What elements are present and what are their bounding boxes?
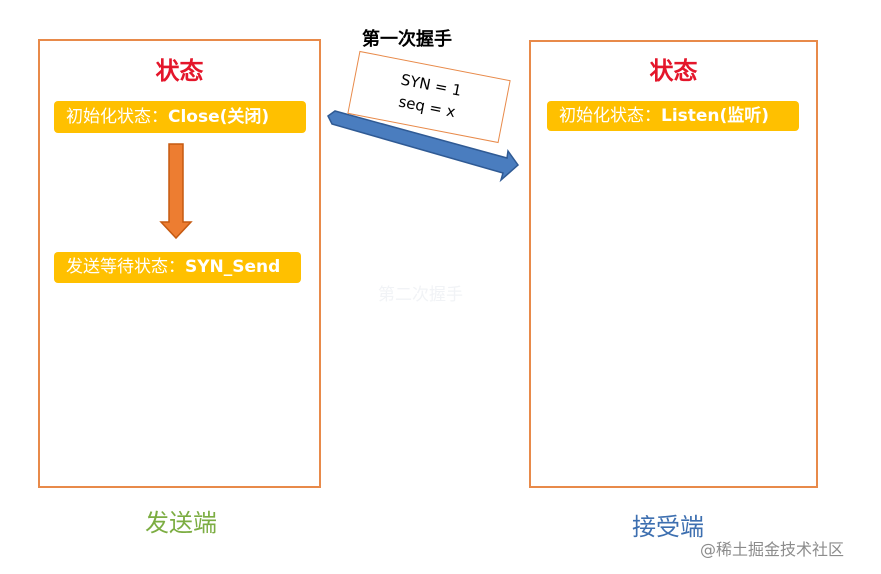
receiver-initial-state-prefix: 初始化状态：	[559, 106, 661, 126]
sender-waiting-state-value: SYN_Send	[185, 257, 281, 277]
sender-waiting-state: 发送等待状态：SYN_Send	[54, 252, 301, 283]
sender-initial-state-value: Close(关闭)	[168, 107, 270, 127]
second-handshake-faded-label: 第二次握手	[378, 285, 463, 305]
sender-waiting-state-prefix: 发送等待状态：	[66, 257, 185, 277]
state-transition-arrow	[159, 143, 193, 240]
first-handshake-label: 第一次握手	[362, 29, 452, 50]
sender-initial-state-prefix: 初始化状态：	[66, 107, 168, 127]
sender-caption: 发送端	[145, 509, 217, 537]
receiver-initial-state: 初始化状态：Listen(监听)	[547, 101, 799, 131]
syn-send-arrow	[327, 110, 520, 183]
sender-initial-state: 初始化状态：Close(关闭)	[54, 101, 306, 133]
receiver-caption: 接受端	[632, 513, 704, 541]
watermark: @稀土掘金技术社区	[700, 540, 845, 559]
receiver-state-title: 状态	[649, 57, 698, 85]
sender-state-title: 状态	[155, 57, 204, 85]
receiver-initial-state-value: Listen(监听)	[661, 106, 770, 126]
